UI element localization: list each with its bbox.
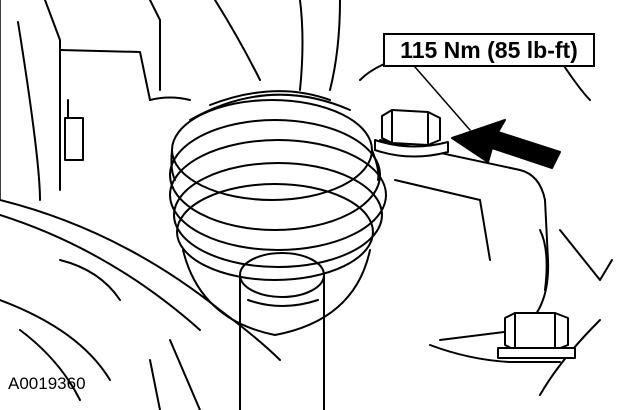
axle-shaft	[239, 252, 325, 410]
indicator-arrow	[451, 119, 561, 169]
lower-control-arm	[0, 199, 281, 410]
wheel-knuckle	[379, 139, 613, 396]
pinch-bolt	[374, 109, 449, 158]
vehicle-structure-lines	[0, 0, 591, 201]
left-bracket	[64, 99, 84, 161]
figure-id: A0019360	[8, 374, 86, 393]
lower-nut	[497, 312, 576, 359]
torque-spec-label: 115 Nm (85 lb-ft)	[383, 33, 595, 67]
cv-joint-boot	[169, 90, 387, 336]
label-leader-line	[414, 66, 471, 131]
